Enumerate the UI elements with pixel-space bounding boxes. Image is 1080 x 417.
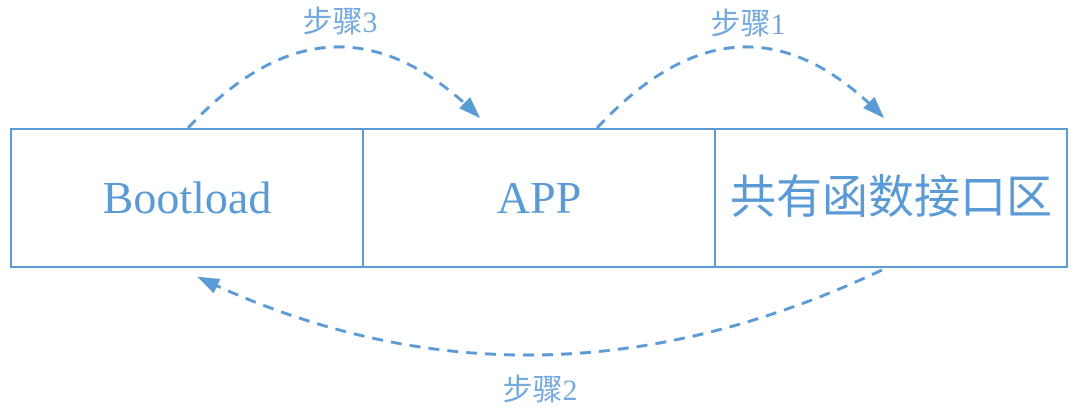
box-bootload: Bootload bbox=[12, 130, 362, 266]
arrow-step1 bbox=[595, 45, 885, 130]
arrow-step2 bbox=[197, 268, 883, 357]
step3-label: 步骤3 bbox=[302, 6, 378, 39]
step2-label: 步骤2 bbox=[502, 374, 578, 407]
box-bootload-label: Bootload bbox=[102, 172, 272, 223]
box-app-label: APP bbox=[496, 172, 582, 223]
memory-layout-row: Bootload APP 共有函数接口区 bbox=[10, 128, 1068, 268]
box-shared-function-interface: 共有函数接口区 bbox=[714, 130, 1066, 266]
step1-label: 步骤1 bbox=[710, 8, 786, 41]
box-app: APP bbox=[362, 130, 714, 266]
arrow-step3 bbox=[186, 45, 481, 130]
box-shared-function-interface-label: 共有函数接口区 bbox=[730, 172, 1052, 223]
